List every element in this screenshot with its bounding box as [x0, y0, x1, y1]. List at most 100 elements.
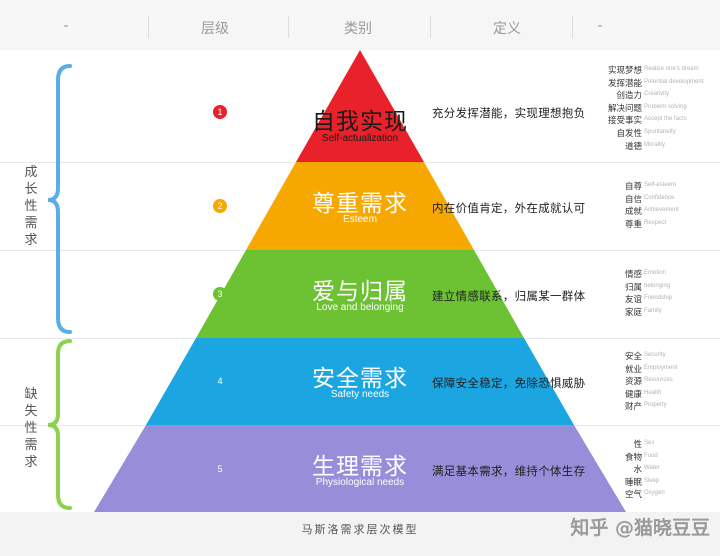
keyword-en: Sleep [644, 477, 660, 484]
vertical-char: 失 [24, 404, 38, 419]
tier-number-badge: 2 [213, 199, 227, 213]
vertical-char: 性 [24, 421, 38, 436]
keyword-cn: 友谊 [624, 295, 642, 306]
keyword-en: Oxygen [644, 490, 665, 497]
keyword-cn: 家庭 [624, 307, 642, 318]
header-band [0, 0, 720, 50]
keyword-cn: 就业 [624, 364, 642, 375]
keyword-cn: 健康 [624, 389, 642, 400]
diagram-title: 马斯洛需求层次模型 [301, 523, 419, 536]
tier-title-en: Safety needs [330, 389, 390, 400]
keyword-cn: 尊重 [624, 219, 642, 230]
growth-needs-label: 成长性需求 [23, 164, 39, 249]
vertical-char: 长 [24, 182, 38, 197]
header-divider [148, 16, 149, 38]
keyword-en: Morality [644, 141, 666, 148]
keyword-cn: 资源 [624, 377, 642, 388]
keyword-en: Employment [644, 364, 678, 371]
header-divider [430, 16, 431, 38]
keyword-en: Security [644, 352, 666, 358]
tier-number-badge: 5 [213, 462, 227, 476]
footer-band [0, 512, 720, 556]
keyword-en: Friendship [644, 295, 673, 302]
pyramid-tier-4 [146, 338, 574, 425]
keyword-en: Confidence [644, 194, 675, 201]
keyword-cn: 安全 [624, 352, 642, 362]
tier-definition: 内在价值肯定，外在成就认可 [432, 201, 586, 215]
vertical-char: 缺 [24, 387, 38, 402]
header-category: 类别 [344, 21, 372, 37]
keyword-en: belonging [644, 282, 671, 289]
tier-definition: 充分发挥潜能，实现理想抱负 [432, 106, 586, 120]
tier-definition: 建立情感联系，归属某一群体 [432, 289, 586, 303]
tier-title-en: Esteem [343, 214, 377, 225]
pyramid-tier-2 [246, 162, 474, 250]
keyword-en: Sex [644, 440, 655, 446]
keyword-cn: 自尊 [624, 182, 642, 192]
tier-title-cn: 自我实现 [312, 109, 408, 135]
header-left-dash: - [63, 18, 69, 34]
pyramid-tier-5 [94, 425, 626, 512]
vertical-char: 需 [24, 216, 38, 231]
keyword-en: Health [644, 389, 662, 396]
tier-title-cn: 安全需求 [312, 366, 408, 392]
tier-title-en: Physiological needs [315, 477, 405, 488]
keyword-en: Respect [644, 219, 667, 226]
deficiency-needs-label: 缺失性需求 [23, 386, 39, 471]
keyword-cn: 成就 [624, 207, 642, 218]
keyword-en: Property [644, 402, 667, 409]
keyword-en: Creativity [644, 91, 670, 98]
keyword-cn: 财产 [624, 402, 642, 413]
deficiency-brace [47, 339, 72, 510]
keyword-cn: 食物 [624, 452, 642, 463]
tier-title-cn: 爱与归属 [312, 279, 408, 305]
keyword-cn: 发挥潜能 [607, 78, 642, 89]
keyword-en: Potential development [644, 78, 704, 85]
keyword-en: Emotion [644, 270, 667, 276]
growth-brace [47, 64, 72, 334]
keyword-cn: 自信 [624, 194, 642, 205]
header-right-dash: - [597, 18, 603, 34]
tier-number-badge: 3 [213, 287, 227, 301]
tier-number-badge: 4 [213, 374, 227, 388]
pyramid-tier-1 [296, 50, 424, 162]
keyword-en: Problem solving [644, 103, 687, 110]
watermark: 知乎 @猫晓豆豆 [570, 517, 710, 539]
keyword-cn: 自发性 [616, 129, 642, 139]
tier-definition: 保障安全稳定，免除恐惧威胁 [432, 376, 586, 390]
keyword-en: Food [644, 452, 658, 459]
keyword-cn: 接受事实 [607, 116, 642, 127]
tier-title-cn: 尊重需求 [312, 191, 408, 217]
keyword-en: Spontaneity [644, 129, 676, 135]
keyword-cn: 性 [633, 440, 642, 450]
tier-title-cn: 生理需求 [312, 454, 408, 480]
header-definition: 定义 [493, 21, 521, 37]
tier-title-en: Love and belonging [316, 302, 404, 313]
keyword-en: Achievement [644, 207, 679, 214]
vertical-char: 性 [24, 199, 38, 214]
header-divider [572, 16, 573, 38]
keyword-cn: 实现梦想 [607, 66, 642, 76]
keyword-cn: 水 [633, 465, 642, 476]
